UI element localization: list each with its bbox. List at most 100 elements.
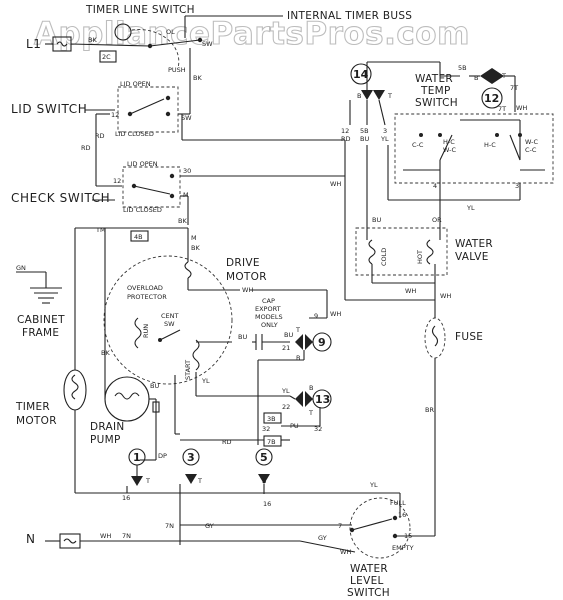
svg-text:3B: 3B	[267, 415, 276, 423]
svg-text:ONLY: ONLY	[261, 321, 278, 329]
svg-text:WATER: WATER	[415, 73, 453, 85]
svg-text:GY: GY	[318, 534, 327, 542]
svg-text:LID OPEN: LID OPEN	[120, 80, 151, 88]
internal-timer-buss-label: INTERNAL TIMER BUSS	[287, 10, 412, 22]
timer-cam-3: 3 T	[175, 433, 202, 545]
svg-text:W-C: W-C	[443, 146, 457, 154]
svg-text:H-C: H-C	[484, 141, 496, 149]
svg-text:TIMER: TIMER	[15, 401, 50, 413]
svg-text:LID CLOSED: LID CLOSED	[123, 206, 162, 214]
water-valve-housing	[355, 227, 448, 276]
timer-cam-5: 5 B 16	[255, 360, 273, 508]
svg-text:OL: OL	[166, 28, 175, 36]
svg-text:B: B	[262, 477, 266, 485]
svg-text:BK: BK	[191, 244, 200, 252]
svg-text:WH: WH	[100, 532, 111, 540]
svg-text:VALVE: VALVE	[455, 251, 489, 263]
timer-cam-14: 14 B T 12 RD 5B BU 3 YL BU YL	[341, 63, 520, 240]
n-terminal: N WH 7N 7N GY	[26, 522, 356, 553]
svg-text:13: 13	[315, 393, 330, 406]
svg-text:12: 12	[484, 92, 499, 105]
svg-text:GY: GY	[205, 522, 214, 530]
svg-text:5: 5	[260, 451, 268, 464]
svg-text:3: 3	[515, 182, 519, 190]
svg-text:RD: RD	[222, 438, 232, 446]
svg-text:12: 12	[113, 177, 121, 185]
svg-text:B: B	[309, 384, 313, 392]
svg-text:START: START	[184, 360, 192, 380]
svg-text:M: M	[183, 191, 189, 199]
timer-motor: TIMER MOTOR	[15, 228, 127, 494]
check-switch-title: CHECK SWITCH	[11, 191, 110, 205]
svg-text:EXPORT: EXPORT	[255, 305, 281, 313]
svg-text:WATER: WATER	[455, 238, 493, 250]
lid-switch-title: LID SWITCH	[11, 102, 87, 116]
svg-text:YL: YL	[369, 481, 378, 489]
svg-text:BU: BU	[360, 135, 369, 143]
svg-text:YL: YL	[281, 387, 290, 395]
svg-text:32: 32	[314, 425, 322, 433]
svg-text:16: 16	[398, 511, 406, 519]
timer-cam-1: 1 T 16	[122, 448, 150, 502]
svg-text:WH: WH	[440, 292, 451, 300]
svg-text:T: T	[145, 477, 150, 485]
timer-line-switch-contact	[114, 23, 132, 41]
svg-text:C-C: C-C	[412, 141, 424, 149]
svg-text:BU: BU	[238, 333, 247, 341]
svg-text:B: B	[296, 354, 300, 362]
svg-text:BU: BU	[372, 216, 381, 224]
svg-text:7B: 7B	[267, 438, 276, 446]
svg-text:DP: DP	[158, 452, 167, 460]
svg-text:COLD: COLD	[380, 248, 388, 266]
svg-text:12: 12	[111, 111, 119, 119]
drive-motor-housing	[103, 255, 233, 385]
center-wiring: 3B PU 32 32 RD 7B YL	[127, 407, 401, 518]
svg-text:21: 21	[282, 344, 290, 352]
svg-text:7: 7	[338, 522, 342, 530]
svg-text:YL: YL	[466, 204, 475, 212]
svg-text:WH: WH	[330, 180, 341, 188]
svg-text:BK: BK	[178, 217, 187, 225]
water-valve: WATER VALVE COLD HOT OR WH WH	[355, 183, 493, 300]
svg-text:RD: RD	[95, 132, 105, 140]
svg-text:CAP: CAP	[262, 297, 275, 305]
svg-text:30: 30	[183, 167, 191, 175]
svg-text:SWITCH: SWITCH	[415, 97, 458, 109]
svg-text:9: 9	[314, 312, 318, 320]
svg-text:SW: SW	[164, 320, 175, 328]
l1-label: L1	[26, 37, 42, 51]
svg-text:WH: WH	[405, 287, 416, 295]
svg-text:W-C: W-C	[525, 138, 539, 146]
svg-text:WH: WH	[340, 548, 351, 556]
lid-switch-housing	[117, 86, 179, 133]
svg-text:WATER: WATER	[350, 563, 388, 575]
svg-text:4B: 4B	[134, 233, 143, 241]
svg-text:WH: WH	[330, 310, 341, 318]
svg-text:WH: WH	[516, 104, 527, 112]
svg-text:BK: BK	[88, 36, 97, 44]
drain-pump: DRAIN PUMP DP	[90, 376, 167, 461]
svg-text:CABINET: CABINET	[17, 314, 65, 326]
svg-text:GN: GN	[16, 264, 26, 272]
svg-text:OR: OR	[432, 216, 442, 224]
fuse-label: FUSE	[455, 331, 483, 343]
timer-line-switch-title: TIMER LINE SWITCH	[85, 4, 195, 16]
svg-text:14: 14	[353, 68, 369, 81]
svg-text:SWITCH: SWITCH	[347, 587, 390, 599]
timer-cam-13: 13 YL B T 22	[281, 384, 332, 417]
svg-text:T: T	[308, 409, 313, 417]
svg-text:BR: BR	[425, 406, 434, 414]
svg-text:WH: WH	[242, 286, 253, 294]
svg-text:LEVEL: LEVEL	[350, 575, 384, 587]
svg-text:16: 16	[122, 494, 130, 502]
svg-text:32: 32	[262, 425, 270, 433]
svg-text:7N: 7N	[122, 532, 131, 540]
svg-text:T: T	[295, 326, 300, 334]
svg-text:PUMP: PUMP	[90, 434, 121, 446]
svg-text:DRIVE: DRIVE	[226, 257, 260, 269]
check-switch: CHECK SWITCH LID OPEN LID CLOSED 12 30 M…	[11, 160, 346, 300]
water-level-switch: FULL EMPTY 16 7 15 WATER LEVEL SWITCH GY…	[318, 497, 436, 599]
svg-text:9: 9	[318, 336, 326, 349]
svg-text:RUN: RUN	[142, 324, 150, 338]
